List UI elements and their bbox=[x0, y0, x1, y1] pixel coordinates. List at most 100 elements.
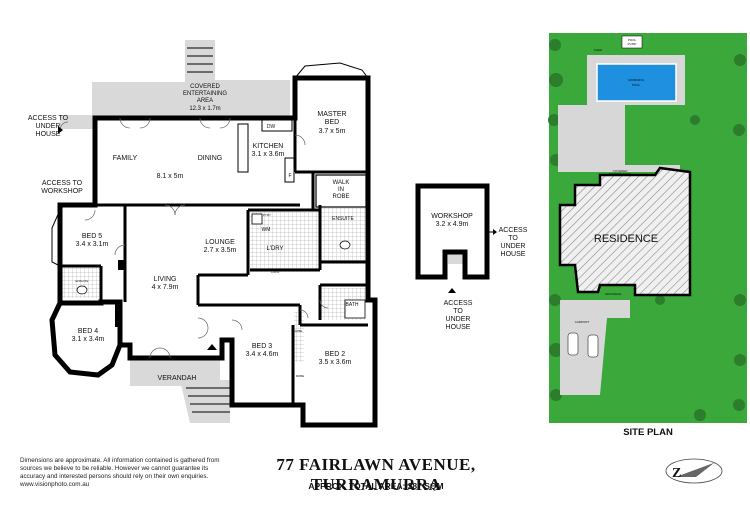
access-under-house-left-1: ACCESS TO bbox=[28, 115, 69, 122]
master-bay-window bbox=[294, 62, 369, 79]
access-under-house-right-3: UNDER bbox=[501, 243, 526, 250]
stair-treads bbox=[186, 387, 230, 413]
access-under-house-right-2: TO bbox=[508, 235, 518, 242]
workshop-dims: 3.2 x 4.9m bbox=[436, 221, 469, 228]
workshop-walls bbox=[415, 183, 490, 280]
access-under-house-left-3: HOUSE bbox=[36, 131, 61, 138]
access-under-house-bottom-2: TO bbox=[453, 308, 463, 315]
dining-label: DINING bbox=[198, 155, 223, 162]
kitchen-label: KITCHEN bbox=[253, 143, 284, 150]
room-labels: COVERED ENTERTAINING AREA 12.3 x 1.7m FA… bbox=[72, 84, 473, 382]
living-label: LIVING bbox=[154, 276, 177, 283]
bed4-label: BED 4 bbox=[78, 328, 98, 335]
family-dining-dims: 8.1 x 5m bbox=[157, 173, 184, 180]
ensuite-basin bbox=[339, 240, 351, 250]
covered-entertaining-area bbox=[92, 40, 290, 118]
disclaimer: Dimensions are approximate. All informat… bbox=[20, 457, 225, 489]
car-1-icon bbox=[567, 332, 579, 356]
shed-label: SHED bbox=[594, 48, 603, 52]
verandah-label: VERANDAH bbox=[158, 375, 197, 382]
walk-in-robe-label-1: WALK bbox=[333, 180, 350, 186]
workshop-label: WORKSHOP bbox=[431, 213, 473, 220]
dishwasher-label: DW bbox=[267, 124, 276, 130]
site-plan: SWIMMING POOL POOL PUMP SHED COVERED ENT… bbox=[548, 33, 747, 423]
outer-walls bbox=[57, 75, 378, 428]
ensuite-label: ENSUITE bbox=[332, 216, 354, 222]
property-address: 77 FAIRLAWN AVENUE, TURRAMURRA bbox=[276, 455, 476, 494]
master-label-1: MASTER bbox=[317, 111, 346, 118]
workshop-under-arrow-icon bbox=[448, 288, 456, 293]
car-2-icon bbox=[587, 334, 599, 358]
entry-arrow-icon bbox=[207, 344, 217, 350]
bed2-label: BED 2 bbox=[325, 351, 345, 358]
covered-entertaining-dims: 12.3 x 1.7m bbox=[189, 106, 220, 112]
bathtub bbox=[344, 299, 366, 319]
total-area: APPROX. TOTAL AREA: 287 SQM bbox=[308, 481, 444, 491]
master-dims: 3.7 x 5m bbox=[319, 128, 346, 135]
access-under-house-bottom-1: ACCESS bbox=[444, 300, 473, 307]
access-under-house-bottom-4: HOUSE bbox=[446, 324, 471, 331]
ensuite-tiles bbox=[320, 208, 365, 263]
small-ensuite-basin bbox=[76, 285, 88, 295]
main-floor-plan bbox=[49, 40, 378, 428]
robe-label-1: ROBE bbox=[294, 329, 303, 333]
website-link[interactable]: www.visionphoto.com.au bbox=[20, 481, 90, 488]
site-paving-upper bbox=[558, 105, 680, 172]
wm-label: WM bbox=[262, 227, 271, 233]
walk-in-robe-label-3: ROBE bbox=[332, 194, 349, 200]
bed4-bay-walls bbox=[49, 301, 123, 378]
bed3-label: BED 3 bbox=[252, 343, 272, 350]
pool-pump-box bbox=[621, 35, 643, 49]
covered-entertaining-label-3: AREA bbox=[197, 98, 213, 104]
fridge-space bbox=[284, 157, 295, 183]
bed4-dims: 3.1 x 3.4m bbox=[72, 336, 105, 343]
access-labels: ACCESS TO UNDER HOUSE ACCESS TO WORKSHOP… bbox=[28, 115, 528, 331]
cupboard-label: CUPD bbox=[271, 270, 280, 274]
access-workshop-2: WORKSHOP bbox=[41, 188, 83, 195]
walkway-under-house bbox=[60, 115, 95, 129]
access-workshop-1: ACCESS TO bbox=[42, 180, 83, 187]
site-plan-title: SITE PLAN bbox=[623, 427, 673, 438]
access-under-house-right-4: HOUSE bbox=[501, 251, 526, 258]
swimming-pool-label-1: SWIMMING bbox=[628, 78, 645, 82]
kitchen-dims: 3.1 x 3.6m bbox=[252, 151, 285, 158]
verandah-stairs bbox=[180, 380, 230, 423]
robe-floor bbox=[294, 312, 304, 362]
robe-label-2: ROBE bbox=[296, 374, 305, 378]
lounge-dims: 2.7 x 3.5m bbox=[204, 247, 237, 254]
internal-walls bbox=[60, 118, 368, 405]
svg-text:Z: Z bbox=[672, 466, 681, 481]
walk-in-robe-outline bbox=[315, 174, 367, 208]
bed2-dims: 3.5 x 3.6m bbox=[319, 359, 352, 366]
fridge-label: F bbox=[288, 173, 291, 179]
access-under-house-right-1: ACCESS bbox=[499, 227, 528, 234]
covered-entertaining-label-2: ENTERTAINING bbox=[183, 91, 227, 97]
walk-in-robe-label-2: IN bbox=[338, 187, 344, 193]
access-under-house-left-2: UNDER bbox=[36, 123, 61, 130]
carport-label: CARPORT bbox=[575, 320, 590, 324]
covered-entertaining-label-1: COVERED bbox=[190, 84, 220, 90]
site-trees bbox=[548, 39, 746, 421]
kitchen-back-bench bbox=[261, 119, 293, 132]
washing-machine bbox=[251, 213, 263, 225]
family-label: FAMILY bbox=[113, 155, 138, 162]
living-fireplace bbox=[115, 302, 120, 327]
pantry-label: PTRY bbox=[263, 213, 271, 217]
north-compass-icon: Z bbox=[665, 458, 723, 484]
lounge-label: LOUNGE bbox=[205, 239, 235, 246]
residence-footprint bbox=[558, 166, 692, 297]
disclaimer-text: Dimensions are approximate. All informat… bbox=[20, 457, 220, 480]
swimming-pool bbox=[596, 63, 677, 102]
entertaining-stair-treads bbox=[187, 47, 213, 73]
workshop-plan bbox=[415, 183, 497, 293]
pool-pump-label-2: PUMP bbox=[628, 42, 637, 46]
residence-label: RESIDENCE bbox=[594, 233, 658, 245]
laundry-label: L'DRY bbox=[266, 246, 283, 252]
bed5-dims: 3.4 x 3.1m bbox=[76, 241, 109, 248]
small-ensuite-label: ENSUITE bbox=[75, 279, 88, 283]
access-under-house-bottom-3: UNDER bbox=[446, 316, 471, 323]
bed5-chimney bbox=[118, 260, 124, 270]
pool-pump-label-1: POOL bbox=[628, 38, 637, 42]
kitchen-island-bench bbox=[237, 123, 249, 173]
living-dims: 4 x 7.9m bbox=[152, 284, 179, 291]
